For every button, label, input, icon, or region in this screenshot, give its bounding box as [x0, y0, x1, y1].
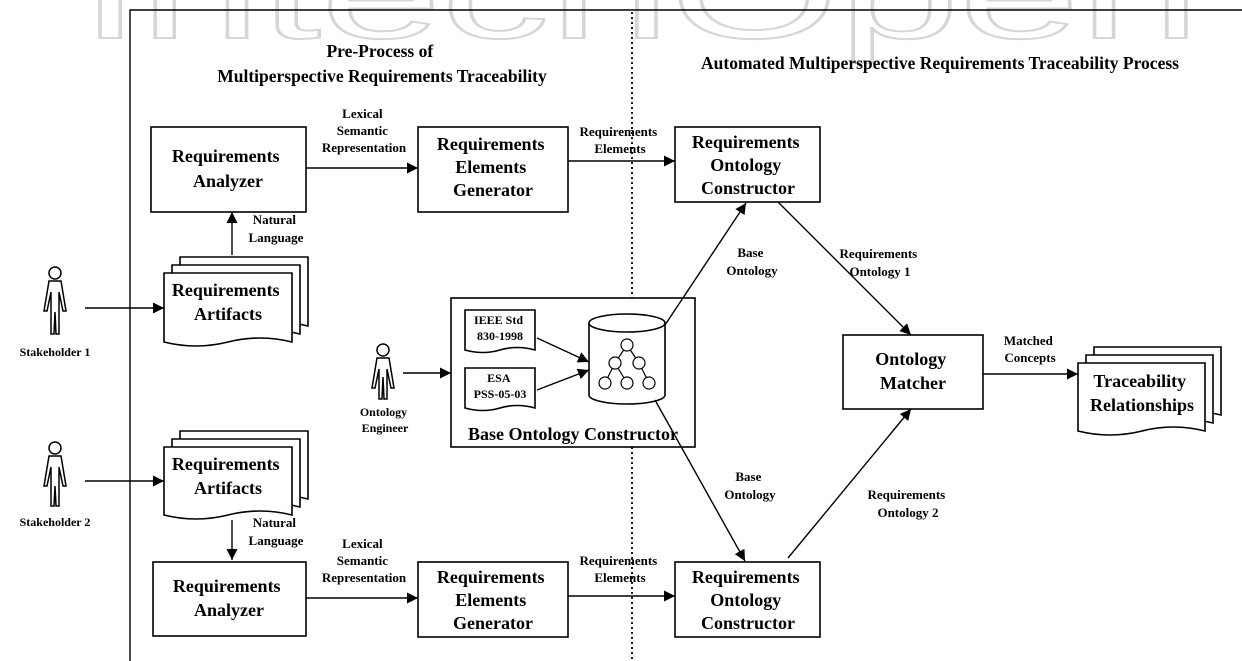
svg-text:Requirements Elements: Requirements Elements Generator: [437, 134, 549, 200]
label-req-elements-top: Requirements Elements: [579, 124, 660, 156]
svg-text:Traceability Relationshi: Traceability Relationships: [1090, 371, 1194, 415]
svg-text:Requirements Ontology: Requirements Ontology Constructor: [692, 567, 804, 633]
ontology-engineer-icon: [371, 343, 395, 400]
arrow-base-ontology-top: [664, 202, 747, 326]
svg-text:Requirements Analyzer: Requirements Analyzer: [173, 576, 285, 620]
label-req-ontology-2: Requirements Ontology 2: [867, 487, 948, 520]
esa-doc: ESA PSS-05-03: [464, 367, 536, 412]
svg-text:ESA PSS-05-03: ESA PSS-05-03: [474, 371, 527, 401]
analyzer-bottom-box: Requirements Analyzer: [152, 561, 307, 637]
traceability-docs: Traceability Relationships: [1077, 346, 1222, 436]
svg-text:Requirements Elements: Requirements Elements Generator: [437, 567, 549, 633]
ontology-database-icon: [588, 313, 666, 405]
constructor-bottom-box: Requirements Ontology Constructor: [674, 561, 821, 638]
label-matched-concepts: Matched Concepts: [1004, 333, 1056, 365]
arrow-req-ontology-1: [777, 201, 912, 336]
ontology-engineer-label: Ontology Engineer: [360, 405, 410, 435]
label-natural-top: Natural Language: [249, 212, 304, 245]
stakeholder-1-label: Stakeholder 1: [20, 345, 91, 359]
preprocess-title: Pre-Process of Multiperspective Requirem…: [217, 41, 547, 86]
arrow-req-ontology-2: [787, 408, 912, 559]
stakeholder-2-label: Stakeholder 2: [20, 515, 91, 529]
label-req-ontology-1: Requirements Ontology 1: [839, 246, 920, 279]
arrow-ieee-to-db: [536, 337, 590, 363]
svg-text:Requirements Analyzer: Requirements Analyzer: [172, 146, 284, 191]
arrow-base-ontology-bottom: [654, 399, 746, 562]
label-lexical-top: Lexical Semantic Representation: [322, 106, 407, 155]
automated-title: Automated Multiperspective Requirements …: [701, 53, 1179, 73]
base-ontology-constructor-label: Base Ontology Constructor: [468, 424, 678, 444]
label-base-ontology-bottom: Base Ontology: [724, 469, 776, 502]
watermark: IntechOpen: [80, 0, 1200, 64]
constructor-top-box: Requirements Ontology Constructor: [674, 126, 821, 203]
svg-text:IEEE Std 830-1998: IEEE Std 830-1998: [474, 313, 526, 343]
label-natural-bottom: Natural Language: [249, 515, 304, 548]
stakeholder-1-icon: [43, 266, 67, 335]
svg-text:Requirements Artifacts: Requirements Artifacts: [172, 454, 284, 498]
ontology-matcher-box: Ontology Matcher: [842, 334, 984, 410]
svg-text:Requirements Artifacts: Requirements Artifacts: [172, 280, 284, 324]
stakeholder-2-icon: [43, 441, 67, 507]
generator-top-box: Requirements Elements Generator: [417, 126, 569, 213]
svg-text:Ontology Matcher: Ontology Matcher: [875, 349, 951, 393]
process-frame: [129, 9, 1242, 661]
label-lexical-bottom: Lexical Semantic Representation: [322, 536, 407, 585]
arrow-esa-to-db: [536, 368, 590, 391]
svg-text:Requirements Ontology: Requirements Ontology Constructor: [692, 132, 804, 198]
generator-bottom-box: Requirements Elements Generator: [417, 561, 569, 638]
artifacts-top-docs: Requirements Artifacts: [163, 256, 309, 347]
label-req-elements-bottom: Requirements Elements: [579, 553, 660, 585]
artifacts-bottom-docs: Requirements Artifacts: [163, 430, 309, 520]
analyzer-top-box: Requirements Analyzer: [150, 126, 307, 213]
ieee-doc: IEEE Std 830-1998: [464, 309, 536, 354]
label-base-ontology-top: Base Ontology: [726, 245, 778, 278]
